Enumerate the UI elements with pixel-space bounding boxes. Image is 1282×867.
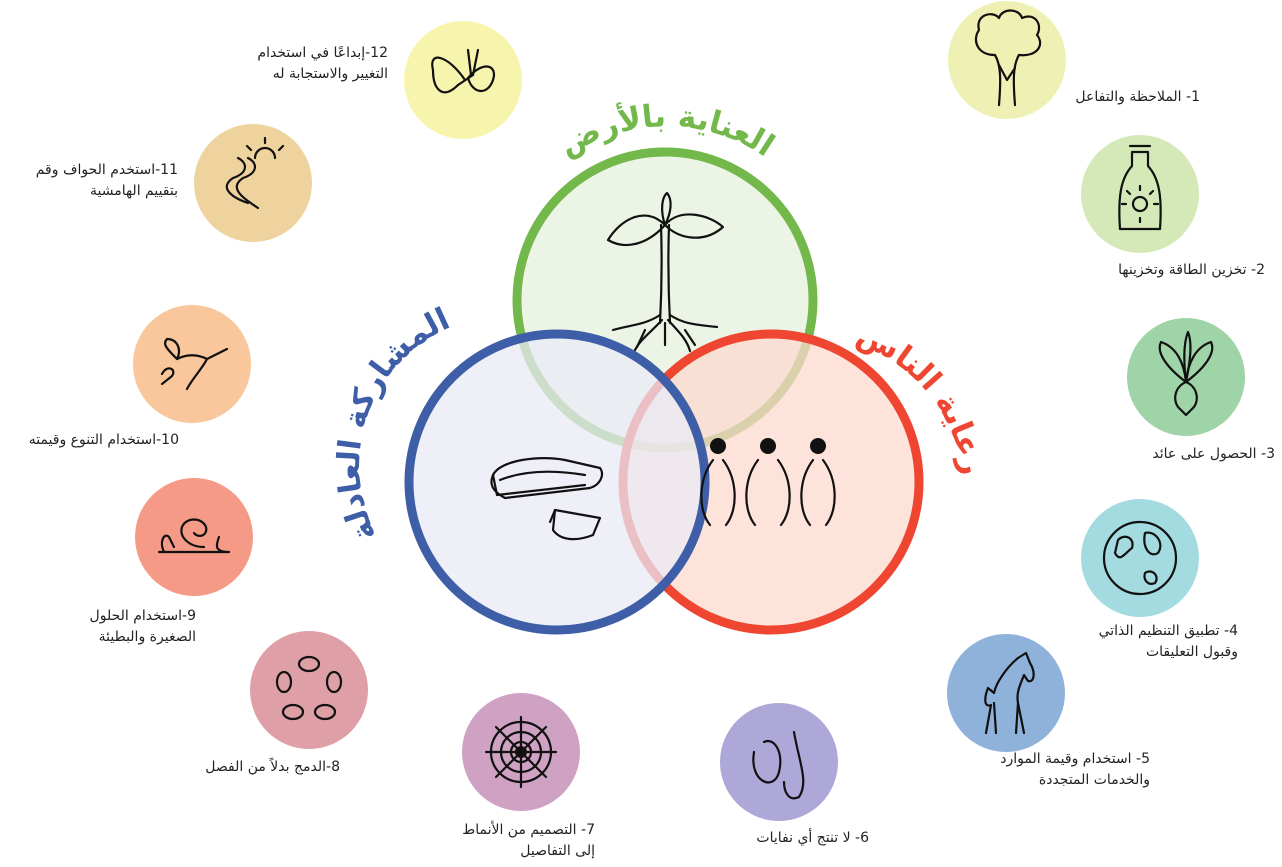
principle-label-9: 9-استخدام الحلول الصغيرة والبطيئة	[60, 606, 196, 648]
principle-7-line-2: إلى التفاصيل	[430, 841, 595, 862]
principle-label-8: 8-الدمج بدلاً من الفصل	[170, 757, 340, 778]
principle-label-2: 2- تخزين الطاقة وتخزينها	[1060, 260, 1265, 281]
principle-label-3: 3- الحصول على عائد	[1100, 444, 1275, 465]
principle-circle-6	[720, 703, 838, 821]
principle-label-11: 11-استخدم الحواف وقم بتقييم الهامشية	[10, 160, 178, 202]
principle-circle-12	[404, 21, 522, 139]
principle-11-line-1: 11-استخدم الحواف وقم	[10, 160, 178, 181]
principle-12-line-2: التغيير والاستجابة له	[230, 64, 388, 85]
principle-circle-5	[947, 634, 1065, 752]
principle-circle-10	[133, 305, 251, 423]
spiderweb-icon	[486, 717, 556, 787]
principle-label-1: 1- الملاحظة والتفاعل	[1040, 87, 1200, 108]
principle-4-line-1: 4- تطبيق التنظيم الذاتي	[1060, 621, 1238, 642]
principle-circle-11	[194, 124, 312, 242]
principle-9-line-2: الصغيرة والبطيئة	[60, 627, 196, 648]
principle-9-line-1: 9-استخدام الحلول	[60, 606, 196, 627]
principle-label-7: 7- التصميم من الأنماط إلى التفاصيل	[430, 820, 595, 862]
principle-10-line-1: 10-استخدام التنوع وقيمته	[4, 430, 179, 451]
principle-1-line-1: 1- الملاحظة والتفاعل	[1040, 87, 1200, 108]
fair-share-circle	[409, 334, 705, 630]
principle-8-line-1: 8-الدمج بدلاً من الفصل	[170, 757, 340, 778]
principle-label-6: 6- لا تنتج أي نفايات	[720, 828, 869, 849]
principle-7-line-1: 7- التصميم من الأنماط	[430, 820, 595, 841]
principle-5-line-1: 5- استخدام وقيمة الموارد	[965, 749, 1150, 770]
principle-4-line-2: وقبول التعليقات	[1060, 642, 1238, 663]
principle-label-10: 10-استخدام التنوع وقيمته	[4, 430, 179, 451]
principle-label-5: 5- استخدام وقيمة الموارد والخدمات المتجد…	[965, 749, 1150, 791]
principle-label-4: 4- تطبيق التنظيم الذاتي وقبول التعليقات	[1060, 621, 1238, 663]
principle-label-12: 12-إبداعًا في استخدام التغيير والاستجابة…	[230, 43, 388, 85]
principle-12-line-1: 12-إبداعًا في استخدام	[230, 43, 388, 64]
principle-circle-9	[135, 478, 253, 596]
principle-circle-8	[250, 631, 368, 749]
principle-3-line-1: 3- الحصول على عائد	[1100, 444, 1275, 465]
principle-11-line-2: بتقييم الهامشية	[10, 181, 178, 202]
principle-5-line-2: والخدمات المتجددة	[965, 770, 1150, 791]
principle-6-line-1: 6- لا تنتج أي نفايات	[720, 828, 869, 849]
principle-2-line-1: 2- تخزين الطاقة وتخزينها	[1060, 260, 1265, 281]
principle-circle-4	[1081, 499, 1199, 617]
